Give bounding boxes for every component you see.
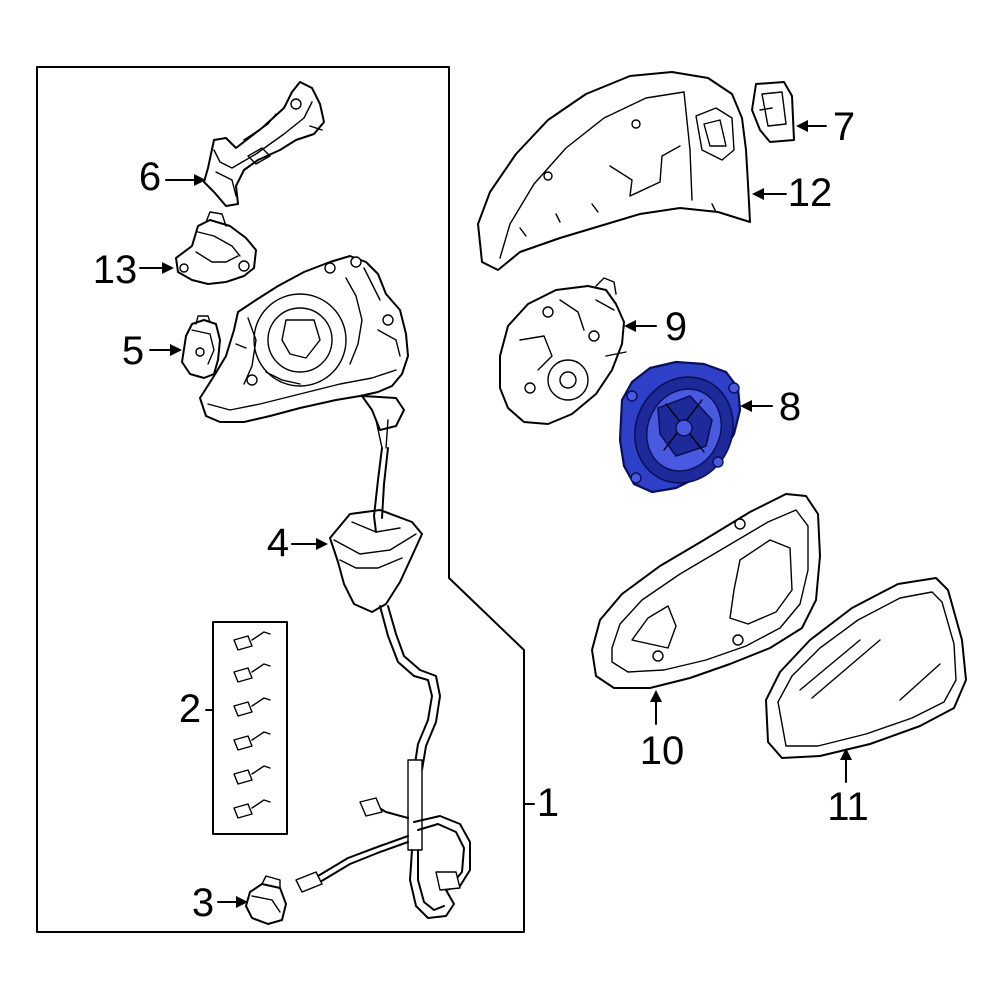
- leader-lines: [139, 120, 852, 908]
- wire-harness: [295, 447, 471, 919]
- part-13-clip[interactable]: [175, 211, 257, 285]
- assembly-boundary: [36, 66, 525, 933]
- callout-8: 8: [779, 385, 801, 429]
- part-9-plate[interactable]: [499, 277, 627, 425]
- part-4-cover[interactable]: [329, 509, 423, 613]
- callout-12: 12: [788, 171, 833, 215]
- callout-6: 6: [139, 155, 161, 199]
- part-11-glass[interactable]: [765, 577, 967, 759]
- callout-7: 7: [833, 105, 855, 149]
- part-8-actuator-highlighted[interactable]: [618, 360, 751, 499]
- mirror-base-housing[interactable]: [199, 255, 409, 449]
- callout-13: 13: [93, 248, 138, 292]
- part-10-backing[interactable]: [591, 493, 821, 689]
- part-6-bracket[interactable]: [203, 81, 325, 207]
- part-12-cap[interactable]: [477, 71, 751, 271]
- part-5-connector[interactable]: [181, 315, 221, 379]
- part-7-lamp[interactable]: [751, 81, 795, 143]
- callout-11: 11: [827, 785, 869, 829]
- callout-2: 2: [179, 687, 201, 731]
- callout-1: 1: [537, 781, 559, 825]
- callout-10: 10: [640, 729, 685, 773]
- callout-5: 5: [122, 329, 144, 373]
- part-3-connector[interactable]: [245, 875, 287, 925]
- callout-9: 9: [665, 305, 687, 349]
- part-2-terminals[interactable]: [212, 621, 288, 835]
- callout-4: 4: [267, 521, 289, 565]
- callout-3: 3: [192, 881, 214, 925]
